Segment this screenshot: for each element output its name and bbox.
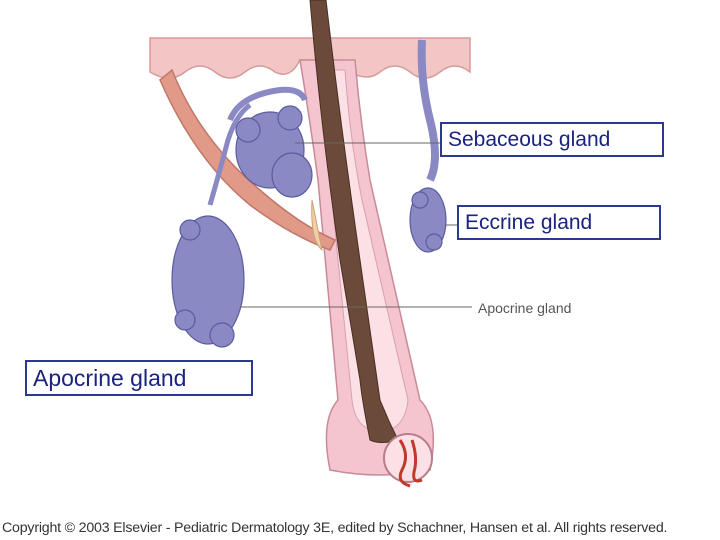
dermal-papilla-vessels <box>398 439 423 488</box>
sebaceous-gland <box>235 105 313 198</box>
sebum <box>311 199 323 252</box>
apocrine-gland-original-label: Apocrine gland <box>478 300 572 316</box>
eccrine-gland-label: Eccrine gland <box>457 205 661 240</box>
sebaceous-duct <box>227 86 308 122</box>
apocrine-duct <box>207 102 252 206</box>
eccrine-duct <box>417 39 439 182</box>
copyright-footer: Copyright © 2003 Elsevier - Pediatric De… <box>2 520 668 536</box>
apocrine-gland <box>171 215 245 348</box>
hair-shaft <box>309 0 399 443</box>
apocrine-gland-label: Apocrine gland <box>25 360 253 396</box>
sebaceous-gland-label: Sebaceous gland <box>440 122 664 157</box>
hair-bulb <box>383 433 433 483</box>
epidermis <box>149 37 471 79</box>
eccrine-gland <box>409 187 447 253</box>
